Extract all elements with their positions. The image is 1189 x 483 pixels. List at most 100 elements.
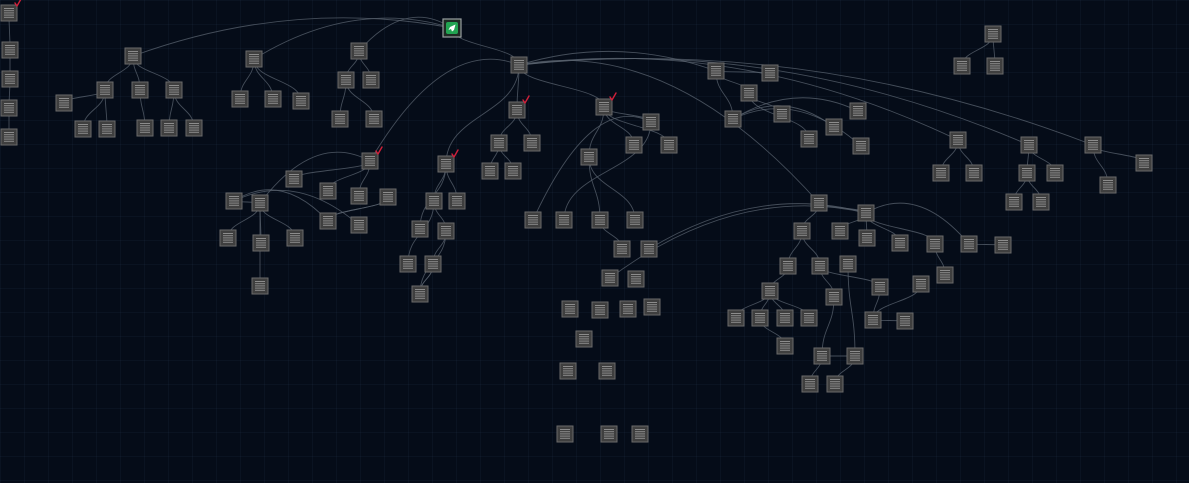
root-node[interactable] [442, 18, 462, 38]
skill-node-x6[interactable] [559, 362, 577, 380]
skill-node-k2[interactable] [932, 164, 950, 182]
skill-node-j19[interactable] [813, 347, 831, 365]
skill-node-f6[interactable] [225, 192, 243, 210]
skill-node-b6[interactable] [74, 120, 92, 138]
skill-node-l4[interactable] [1005, 193, 1023, 211]
skill-node-b5[interactable] [55, 94, 73, 112]
skill-node-j25[interactable] [896, 312, 914, 330]
skill-node-f10[interactable] [251, 277, 269, 295]
skill-node-l2[interactable] [1018, 164, 1036, 182]
skill-node-d5[interactable] [365, 110, 383, 128]
skill-node-j9[interactable] [926, 235, 944, 253]
skill-node-h4[interactable] [625, 136, 643, 154]
skill-node-h6[interactable] [524, 211, 542, 229]
skill-node-x0[interactable] [627, 270, 645, 288]
skill-node-j14[interactable] [727, 309, 745, 327]
skill-node-a1[interactable] [0, 0, 22, 22]
skill-node-b1[interactable] [124, 47, 142, 65]
skill-node-g8[interactable] [411, 285, 429, 303]
skill-node-f2[interactable] [285, 170, 303, 188]
skill-node-l5[interactable] [1032, 193, 1050, 211]
skill-node-j26[interactable] [912, 275, 930, 293]
skill-node-x5[interactable] [575, 330, 593, 348]
skill-node-j17[interactable] [800, 309, 818, 327]
skill-node-b10[interactable] [185, 119, 203, 137]
skill-node-f7[interactable] [219, 229, 237, 247]
skill-node-f4[interactable] [319, 182, 337, 200]
skill-node-j30[interactable] [601, 269, 619, 287]
skill-node-g2[interactable] [425, 192, 443, 210]
skill-node-j27[interactable] [936, 266, 954, 284]
skill-node-g6[interactable] [399, 255, 417, 273]
skill-node-f12[interactable] [350, 216, 368, 234]
skill-node-h8[interactable] [591, 211, 609, 229]
skill-node-i5[interactable] [773, 105, 791, 123]
skill-node-b7[interactable] [98, 120, 116, 138]
skill-node-j20[interactable] [846, 347, 864, 365]
skill-node-i4[interactable] [724, 110, 742, 128]
skill-node-j6[interactable] [831, 222, 849, 240]
skill-node-j5[interactable] [811, 257, 829, 275]
skill-node-j1[interactable] [810, 194, 828, 212]
skill-node-f5[interactable] [350, 187, 368, 205]
skill-node-a4[interactable] [0, 99, 18, 117]
skill-node-b4[interactable] [165, 81, 183, 99]
skill-node-h1[interactable] [595, 92, 617, 116]
skill-node-e1[interactable] [508, 95, 530, 119]
skill-node-x9[interactable] [600, 425, 618, 443]
skill-node-j29[interactable] [640, 240, 658, 258]
skill-node-m1[interactable] [1084, 136, 1102, 154]
skill-node-a2[interactable] [1, 41, 19, 59]
skill-node-j23[interactable] [839, 255, 857, 273]
skill-node-d2[interactable] [337, 71, 355, 89]
skill-node-j12[interactable] [825, 288, 843, 306]
skill-node-x7[interactable] [598, 362, 616, 380]
skill-node-x3[interactable] [619, 300, 637, 318]
skill-node-h7[interactable] [555, 211, 573, 229]
skill-node-b8[interactable] [136, 119, 154, 137]
skill-node-x10[interactable] [631, 425, 649, 443]
skill-node-j15[interactable] [751, 309, 769, 327]
skill-node-i7[interactable] [825, 118, 843, 136]
skill-node-c2[interactable] [231, 90, 249, 108]
skill-node-x1[interactable] [561, 300, 579, 318]
skill-node-g5[interactable] [437, 222, 455, 240]
skill-node-k3[interactable] [965, 164, 983, 182]
skill-node-f11[interactable] [319, 212, 337, 230]
skill-node-d1[interactable] [350, 42, 368, 60]
skill-node-c3[interactable] [264, 90, 282, 108]
skill-node-g3[interactable] [448, 192, 466, 210]
skill-node-x8[interactable] [556, 425, 574, 443]
skill-node-x4[interactable] [643, 298, 661, 316]
skill-node-h5[interactable] [660, 136, 678, 154]
skill-node-j7[interactable] [858, 229, 876, 247]
skill-node-a5[interactable] [0, 128, 18, 146]
skill-node-j8[interactable] [891, 234, 909, 252]
skill-node-j16[interactable] [776, 309, 794, 327]
skill-node-f13[interactable] [379, 188, 397, 206]
skill-node-j24[interactable] [864, 311, 882, 329]
skill-node-n2[interactable] [953, 57, 971, 75]
skill-node-l1[interactable] [1020, 136, 1038, 154]
skill-node-f8[interactable] [252, 234, 270, 252]
skill-node-h9[interactable] [626, 211, 644, 229]
skill-node-i6[interactable] [800, 130, 818, 148]
skill-node-d4[interactable] [331, 110, 349, 128]
skill-node-j10[interactable] [960, 235, 978, 253]
skill-node-l3[interactable] [1046, 164, 1064, 182]
skill-node-f9[interactable] [286, 229, 304, 247]
skill-node-i8[interactable] [849, 102, 867, 120]
skill-node-a3[interactable] [1, 70, 19, 88]
skill-node-j13[interactable] [871, 278, 889, 296]
skill-node-g1[interactable] [437, 149, 459, 173]
skill-node-b9[interactable] [160, 119, 178, 137]
skill-node-f3[interactable] [251, 194, 269, 212]
skill-node-i9[interactable] [852, 137, 870, 155]
skill-node-j22[interactable] [826, 375, 844, 393]
skill-node-e2[interactable] [490, 134, 508, 152]
skill-node-h10[interactable] [613, 240, 631, 258]
skill-node-j3[interactable] [857, 204, 875, 222]
skill-node-i2[interactable] [761, 64, 779, 82]
skill-node-g4[interactable] [411, 220, 429, 238]
